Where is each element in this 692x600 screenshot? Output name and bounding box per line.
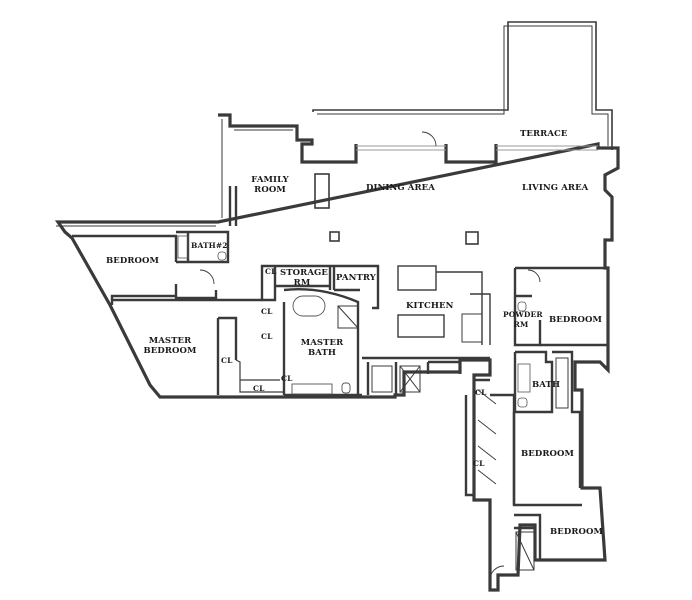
- room-label-bath2: BATH#2: [191, 241, 228, 250]
- door-entry: [489, 565, 505, 581]
- column-3: [314, 173, 330, 209]
- wall-family-room: [228, 186, 238, 226]
- wall-master-bedroom: [112, 298, 286, 395]
- column-1: [329, 231, 340, 242]
- kitchen-island: [397, 314, 445, 338]
- closet-label: CL: [253, 384, 265, 393]
- vanity-bath-se: [555, 357, 569, 409]
- toilet-powder: [517, 301, 527, 312]
- terrace-inner-outline: [317, 25, 609, 146]
- door-terrace: [421, 131, 437, 147]
- exterior-wall-inner: [56, 119, 293, 227]
- room-label-bedroom-east: BEDROOM: [549, 315, 603, 325]
- closet-label: CL: [473, 459, 485, 468]
- closet-label: CL: [265, 267, 277, 276]
- room-label-bedroom-south: BEDROOM: [521, 449, 575, 459]
- terrace-outline: [312, 21, 613, 150]
- wall-bedroom-south: [512, 412, 582, 507]
- toilet-bath-se: [517, 397, 528, 408]
- toilet-master-bath: [341, 382, 351, 394]
- room-label-terrace: TERRACE: [520, 129, 568, 139]
- closet-label: CL: [221, 356, 233, 365]
- room-label-kitchen: KITCHEN: [406, 301, 454, 311]
- wall-storage: [260, 264, 332, 302]
- wall-master-bath: [283, 288, 362, 397]
- column-2: [465, 231, 479, 245]
- room-label-powder-rm: POWDER RM: [503, 310, 543, 329]
- closet-label: CL: [261, 307, 273, 316]
- room-label-master-bath: MASTER BATH: [300, 338, 344, 358]
- room-label-living-area: LIVING AREA: [522, 183, 589, 193]
- room-label-bedroom-west: BEDROOM: [106, 256, 160, 266]
- room-label-bath: BATH: [532, 380, 561, 390]
- exterior-wall: [54, 113, 620, 592]
- closet-master-bedroom: [235, 359, 284, 393]
- room-label-family-room: FAMILY ROOM: [251, 175, 289, 195]
- door-powder: [527, 269, 541, 283]
- door-bedroom-west: [199, 269, 215, 285]
- closet-label: CL: [261, 332, 273, 341]
- toilet-bath2: [217, 251, 227, 261]
- wall-bedroom-west: [72, 234, 218, 305]
- wall-bedroom-southeast: [514, 513, 542, 560]
- laundry-unit: [371, 365, 421, 393]
- vanity-master-bath: [291, 383, 333, 395]
- closet-label: CL: [475, 388, 487, 397]
- closet-doors-hall: [477, 389, 497, 485]
- room-label-pantry: PANTRY: [336, 273, 376, 283]
- room-label-storage-rm: STORAGE RM: [280, 268, 328, 288]
- kitchen-south-wall: [362, 356, 490, 395]
- wall-powder-rm: [513, 266, 605, 347]
- room-label-master-bedroom: MASTER BEDROOM: [143, 336, 197, 356]
- closet-label: CL: [281, 374, 293, 383]
- shower-master-bath: [337, 305, 359, 329]
- closet-bedroom-southeast: [515, 531, 535, 571]
- window-band: [356, 145, 598, 151]
- fridge: [461, 313, 483, 343]
- tub-master-bath: [292, 295, 326, 317]
- tub-bath-se: [517, 363, 531, 393]
- bathtub-bath2: [177, 235, 189, 259]
- kitchen-counter-top: [397, 265, 437, 291]
- room-label-bedroom-southeast: BEDROOM: [550, 527, 604, 537]
- wall-pantry: [330, 264, 380, 310]
- room-label-dining-area: DINING AREA: [366, 183, 435, 193]
